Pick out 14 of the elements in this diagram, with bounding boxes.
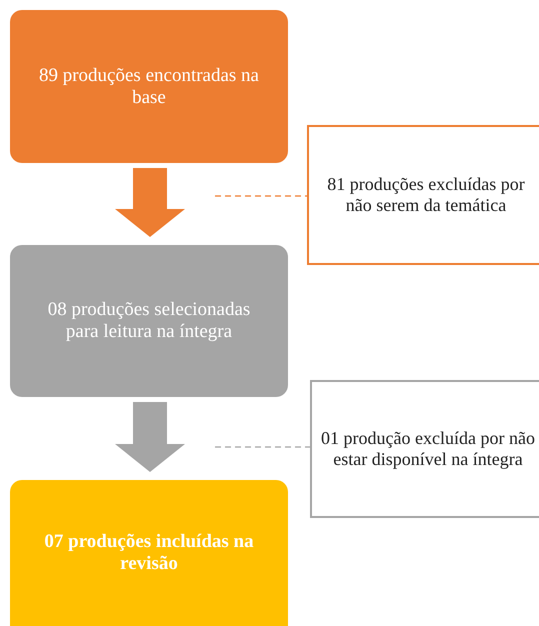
block-arrow [115,168,185,237]
exclusion-box [307,125,539,265]
box-text: 08 produções selecionadas para leitura na íntegra [46,299,252,343]
process-box [10,245,288,397]
result-box [10,480,288,626]
box-text: 07 produções incluídas na revisão [43,531,255,575]
box-text: 81 produções excluídas por não serem da temática [326,174,526,216]
box-text: 89 produções encontradas na base [38,64,260,108]
block-arrow [115,402,185,472]
dashed-connector [215,195,307,197]
process-box [10,10,288,163]
dashed-connector [215,446,310,448]
exclusion-box [310,380,539,518]
box-text: 01 produção excluída por não estar disponível na íntegra [320,428,536,470]
